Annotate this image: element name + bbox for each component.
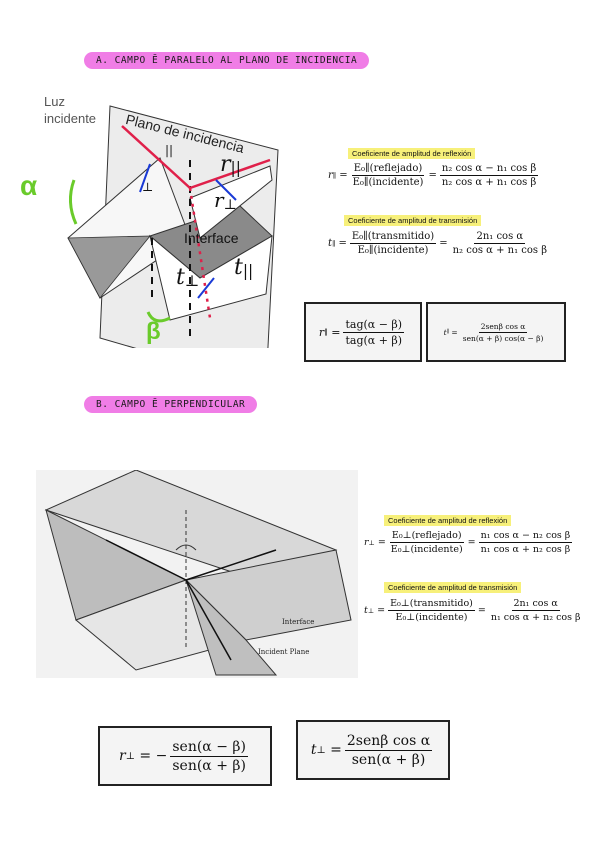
- diagram-b: [36, 470, 358, 678]
- r-perp-label: r⊥: [214, 188, 237, 213]
- transmitted-ray-b: [185, 579, 232, 661]
- diagram-a: [67, 105, 279, 348]
- lower-plane-b: [185, 579, 278, 676]
- r-par-label: r||: [220, 152, 241, 177]
- reflection-label-a: Coeficiente de amplitud de reflexión: [348, 148, 476, 159]
- incident-ray: [121, 125, 191, 189]
- plane-label-b: Incident Plane: [258, 648, 310, 656]
- luz-label: Luz: [44, 94, 65, 109]
- incident-ray-b: [105, 539, 187, 581]
- e-vector-inc: [139, 163, 151, 193]
- right-wedge: [189, 165, 273, 239]
- incidente-label: incidente: [44, 111, 97, 126]
- transmission-eq-a: t∥ = E₀∥(transmitido)E₀∥(incidente)= 2n₁…: [328, 231, 547, 256]
- box-r-par: r∥ = tag(α − β)tag(α + β): [304, 302, 422, 362]
- reflected-ray: [189, 158, 271, 190]
- lower-sheet: [149, 234, 273, 321]
- reflection-eq-a: r∥ = E₀∥(reflejado)E₀∥(incidente)= n₂ co…: [328, 163, 539, 188]
- box-r-perp: r⊥ = − sen(α − β)sen(α + β): [98, 726, 272, 786]
- interface-label-b: Interface: [282, 618, 315, 626]
- perp-mark: ⊥: [142, 180, 154, 194]
- interface-label-a: Interface: [184, 230, 239, 246]
- beta-arc: [146, 311, 171, 323]
- transmitted-ray: [188, 187, 212, 319]
- beta-label: β: [146, 318, 161, 345]
- t-par-label: t||: [234, 255, 254, 280]
- transmission-eq-b: t⊥ = E₀⊥(transmitido)E₀⊥(incidente)= 2n₁…: [364, 598, 581, 623]
- alpha-arc: [69, 179, 78, 225]
- reflected-ray-b: [185, 549, 277, 581]
- t-perp-label: t⊥: [176, 265, 200, 290]
- wedge-shade: [67, 235, 151, 299]
- angle-arc-b: [175, 544, 197, 551]
- section-a-title: A. CAMPO Ē PARALELO AL PLANO DE INCIDENC…: [84, 52, 370, 69]
- reflection-eq-b: r⊥ = E₀⊥(reflejado)E₀⊥(incidente)= n₁ co…: [364, 530, 573, 555]
- par-mark: ||: [165, 143, 174, 157]
- e-vector-ref: [215, 179, 237, 201]
- transmission-label-b: Coeficiente de amplitud de transmisión: [384, 582, 522, 593]
- reflection-label-b: Coeficiente de amplitud de reflexión: [384, 515, 512, 526]
- alpha-label: α: [20, 170, 38, 201]
- transmission-label-a: Coeficiente de amplitud de transmisión: [344, 215, 482, 226]
- e-vector-trans: [197, 277, 215, 299]
- section-b-title: B. CAMPO Ē PERPENDICULAR: [84, 396, 258, 413]
